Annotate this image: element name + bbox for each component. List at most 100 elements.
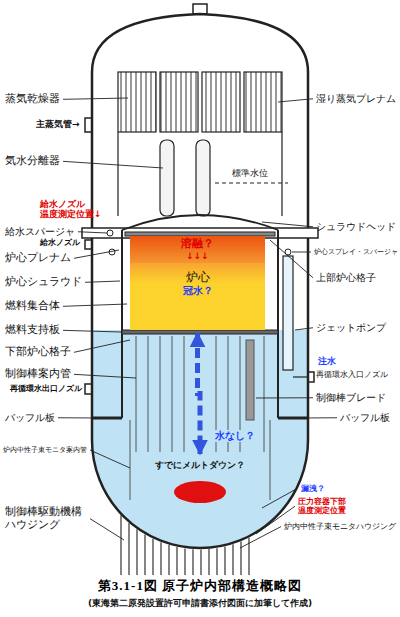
part-label: 燃料集合体 bbox=[5, 300, 60, 313]
part-label: 炉内中性子束モニタ案内管 bbox=[3, 446, 87, 454]
dryer-bank bbox=[244, 72, 282, 132]
part-label: 制御棒駆動機構 ハウジング bbox=[5, 506, 87, 531]
water-region bbox=[93, 330, 307, 547]
housing-tube bbox=[160, 542, 161, 575]
leader-line bbox=[63, 330, 121, 332]
part-label: 漏洩？ bbox=[300, 484, 326, 493]
molten-fuel bbox=[174, 481, 226, 503]
feedwater-nozzle bbox=[85, 240, 92, 249]
part-label: 上部炉心格子 bbox=[316, 272, 376, 284]
leader-line bbox=[295, 328, 313, 330]
part-label: 炉心プレナム bbox=[5, 252, 71, 265]
housing-tube bbox=[224, 547, 225, 575]
part-label: 湿り蒸気プレナム bbox=[316, 93, 396, 105]
housing-tube bbox=[240, 541, 241, 575]
housing-tube bbox=[144, 534, 145, 575]
part-label: 注水 bbox=[318, 356, 336, 366]
housing-tube bbox=[168, 545, 169, 575]
shroud-wall bbox=[122, 230, 278, 418]
leader-line bbox=[58, 417, 100, 418]
source-note: (東海第二原発設置許可申請書添付図面に加筆して作成) bbox=[0, 598, 400, 608]
melt-blob: すでにメルトダウン？ bbox=[148, 458, 252, 504]
leader-line bbox=[78, 232, 107, 233]
part-label: 主蒸気管→ bbox=[36, 119, 80, 129]
housing-tube bbox=[120, 515, 121, 575]
part-label: 標準水位 bbox=[232, 168, 268, 178]
zone-text: 溶融？ bbox=[181, 238, 214, 251]
core-zone: 溶融？↓↓↓ bbox=[130, 236, 265, 263]
part-label: シュラウドヘッド bbox=[316, 221, 396, 233]
part-label: 給水ノズル 温度測定位置↓ bbox=[40, 199, 110, 220]
housing-tube bbox=[152, 539, 153, 575]
housing-tube bbox=[192, 549, 193, 575]
leader-line bbox=[300, 417, 337, 418]
part-label: 給水スパージャ bbox=[5, 226, 75, 238]
leader-line bbox=[270, 240, 313, 278]
shroud-head bbox=[122, 215, 278, 230]
coolant-water bbox=[93, 330, 307, 547]
feedwater-sparger bbox=[107, 230, 113, 236]
leader-line bbox=[240, 527, 281, 548]
dryer-bank bbox=[160, 72, 198, 132]
part-label: 炉内中性子束モニタハウジング bbox=[284, 522, 396, 531]
leader-line bbox=[85, 281, 120, 282]
pressure-vessel bbox=[82, 4, 318, 548]
housing-tube bbox=[176, 547, 177, 575]
part-label: 燃料支持板 bbox=[5, 324, 60, 337]
part-label: 制御棒案内管 bbox=[5, 368, 71, 381]
leader-line bbox=[63, 304, 127, 306]
part-label: 炉心スプレイ・スパージャ bbox=[314, 248, 398, 256]
dryer-skirt bbox=[118, 132, 282, 216]
housing-tube bbox=[200, 549, 201, 575]
control-rod-blade bbox=[246, 340, 254, 420]
main-steam-nozzle bbox=[85, 118, 92, 132]
leader-line bbox=[63, 98, 128, 99]
upper-head bbox=[92, 14, 308, 228]
leader-line bbox=[256, 397, 313, 398]
outlet-nozzle bbox=[85, 384, 92, 394]
separator bbox=[196, 140, 210, 216]
part-label: 再循環水入口ノズル bbox=[316, 370, 388, 379]
leader-line bbox=[90, 450, 130, 468]
water-level-line bbox=[215, 182, 288, 183]
core-structure bbox=[92, 215, 308, 500]
housing-tube bbox=[232, 544, 233, 575]
steam-dryer bbox=[118, 72, 282, 216]
housing-tube bbox=[208, 549, 209, 575]
inlet-nozzle bbox=[308, 372, 314, 382]
crd-housings bbox=[121, 515, 249, 575]
housing-tube bbox=[128, 523, 129, 575]
zone-text: 冠水？ bbox=[183, 285, 213, 297]
leader-line bbox=[90, 519, 124, 540]
leader-line bbox=[262, 222, 313, 227]
leader-line bbox=[278, 99, 313, 102]
part-label: 気水分離器 bbox=[5, 155, 60, 168]
part-label: 蒸気乾燥器 bbox=[5, 93, 60, 106]
housing-tube bbox=[136, 529, 137, 575]
part-label: 下部炉心格子 bbox=[5, 346, 71, 359]
flow-arrow bbox=[198, 333, 201, 454]
part-label: 水なし？ bbox=[214, 430, 256, 442]
jet-pump bbox=[283, 256, 293, 370]
part-label: 給水ノズル bbox=[40, 238, 80, 247]
leader-lines bbox=[58, 98, 337, 548]
part-label: 制御棒ブレード bbox=[316, 392, 386, 404]
leader-line bbox=[292, 252, 311, 253]
figure-caption: 第3.1-1図 原子炉内部構造概略図 bbox=[0, 577, 400, 595]
part-label: 圧力容器下部 温度測定位置 bbox=[298, 497, 350, 515]
dryer-bank bbox=[202, 72, 240, 132]
dryer-bank bbox=[118, 72, 156, 132]
zone-text: すでにメルトダウン？ bbox=[155, 460, 245, 470]
part-label: 炉心シュラウド bbox=[5, 276, 82, 289]
housing-tube bbox=[184, 548, 185, 575]
leader-line bbox=[262, 489, 297, 508]
housing-tube bbox=[216, 548, 217, 575]
part-label: バッフル板 bbox=[340, 412, 390, 424]
jet-pump-inlet bbox=[293, 376, 308, 377]
zone-text: 炉心 bbox=[186, 271, 210, 285]
vent-nozzle bbox=[193, 4, 207, 14]
zone-text: ↓↓↓ bbox=[186, 251, 209, 261]
steam-separators bbox=[160, 140, 288, 216]
baffle-plate bbox=[92, 417, 308, 420]
